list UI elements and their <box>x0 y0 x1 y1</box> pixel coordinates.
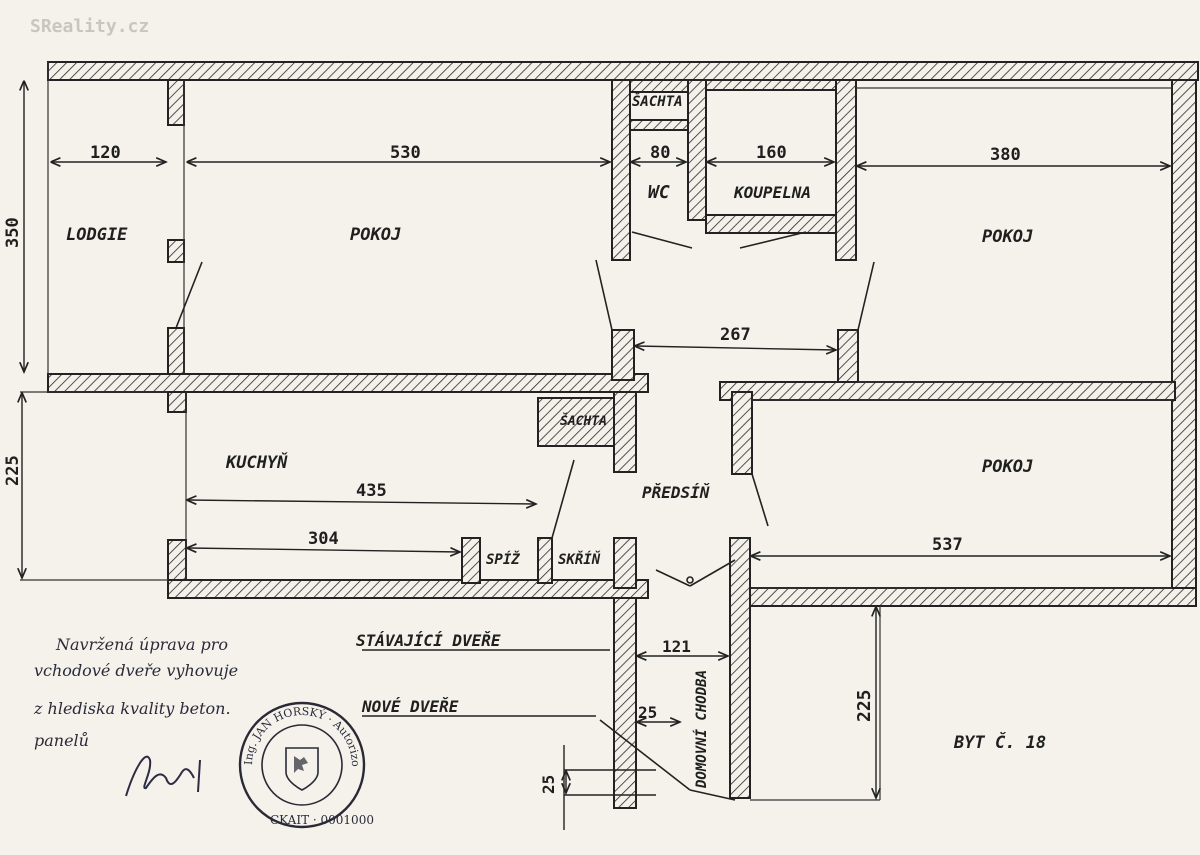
room-labels: LODGIE POKOJ ŠACHTA WC KOUPELNA POKOJ ŠA… <box>66 93 1033 789</box>
room-sachta-mid: ŠACHTA <box>560 413 607 429</box>
watermark: SReality.cz <box>30 16 149 37</box>
wall-hall-jamb-right <box>837 329 859 383</box>
room-pokoj-3: POKOJ <box>982 457 1033 477</box>
callout-new-door: NOVÉ DVEŘE <box>361 697 459 716</box>
dim-160: 160 <box>756 143 787 163</box>
dim-380: 380 <box>990 145 1021 165</box>
walls <box>47 61 1199 809</box>
wall-bath-top <box>705 79 837 91</box>
dim-530: 530 <box>390 143 421 163</box>
dimension-labels: 120 530 80 160 380 350 267 225 435 304 5… <box>3 143 1021 794</box>
wall-wc-left <box>611 79 631 261</box>
dimension-lines <box>22 82 1170 830</box>
room-pokoj-2: POKOJ <box>982 227 1033 247</box>
wall-skrin-right <box>613 537 637 589</box>
wall-kitchen-top <box>167 391 187 413</box>
wall-lodgie-top <box>167 79 185 126</box>
dim-25-a: 25 <box>638 703 657 722</box>
dim-350: 350 <box>3 217 23 248</box>
note-line-2: vchodové dveře vyhovuje <box>34 661 238 680</box>
note-line-3: z hlediska kvality beton. <box>33 699 231 718</box>
wall-bath-right <box>835 79 857 261</box>
wall-corridor-right <box>729 537 751 799</box>
room-koupelna: KOUPELNA <box>733 183 811 202</box>
dim-225-right: 225 <box>854 689 875 722</box>
note-line-4: panelů <box>34 731 89 750</box>
handwritten-note: Navržená úprava pro vchodové dveře vyhov… <box>33 635 238 750</box>
dim-121: 121 <box>662 637 691 656</box>
wall-kitchen-low <box>167 539 187 586</box>
room-domovni-chodba: DOMOVNÍ CHODBA <box>693 670 710 789</box>
wall-top <box>47 61 1199 81</box>
wall-shaft-mid <box>537 397 615 447</box>
dim-25-b: 25 <box>539 775 558 794</box>
room-pokoj-1: POKOJ <box>350 225 401 245</box>
wall-lodgie-mid <box>167 239 185 263</box>
wall-corridor-left <box>613 597 637 809</box>
signature <box>125 755 201 797</box>
room-predsin: PŘEDSÍŇ <box>642 483 710 502</box>
dim-120: 120 <box>90 143 121 163</box>
dim-304: 304 <box>308 529 339 549</box>
dim-435: 435 <box>356 481 387 501</box>
wall-bottom-right <box>747 587 1197 607</box>
wall-mid-right <box>719 381 1176 401</box>
wall-kitchen-bottom <box>167 579 649 599</box>
callout-existing-door: STÁVAJÍCÍ DVEŘE <box>356 631 501 650</box>
wall-spiz-right <box>537 537 553 584</box>
wall-hall-left-upper <box>613 391 637 473</box>
wall-lodgie-low <box>167 327 185 375</box>
wall-hall-jamb-left <box>611 329 635 381</box>
wall-right <box>1171 79 1197 606</box>
wall-wc-right <box>687 79 707 221</box>
dim-267: 267 <box>720 325 751 345</box>
wall-mid-left <box>47 373 649 393</box>
wall-spiz-left <box>461 537 481 584</box>
dim-225-left: 225 <box>3 455 23 486</box>
stamp-bottom-text: CKAIT · 0001000 <box>270 813 374 827</box>
room-sachta-top: ŠACHTA <box>632 93 683 110</box>
wall-hall-right-upper <box>731 391 753 475</box>
room-kuchyn: KUCHYŇ <box>225 451 288 473</box>
room-skrin: SKŘÍŇ <box>558 551 601 568</box>
wall-bath-bottom <box>705 214 837 234</box>
room-spiz: SPÍŽ <box>486 551 520 568</box>
doors <box>175 231 875 801</box>
note-line-1: Navržená úprava pro <box>55 635 228 654</box>
room-wc: WC <box>648 182 670 203</box>
dim-537: 537 <box>932 535 963 555</box>
dim-80: 80 <box>650 143 670 163</box>
room-lodgie: LODGIE <box>66 225 128 245</box>
unit-label: BYT Č. 18 <box>953 731 1046 753</box>
wall-shaft-bottom <box>629 119 689 131</box>
coat-of-arms-icon <box>285 747 319 791</box>
